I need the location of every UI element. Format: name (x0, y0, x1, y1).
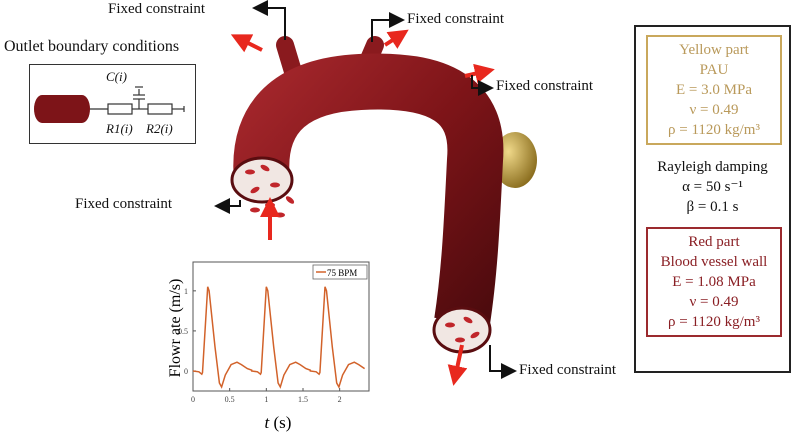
outlet-title: Outlet boundary conditions (4, 38, 180, 55)
constraint-arrows (214, 0, 517, 379)
fixed-constraint-label: Fixed constraint (496, 78, 594, 94)
fixed-constraint-label: Fixed constraint (519, 362, 617, 378)
damping-alpha: α = 50 s⁻¹ (682, 179, 743, 195)
flow-curve-75bpm (192, 286, 366, 389)
fixed-constraint-label: Fixed constraint (407, 11, 505, 27)
yellow-E: E = 3.0 MPa (676, 82, 752, 98)
x-tick-label: 2 (338, 395, 342, 404)
rayleigh-damping: Rayleigh damping α = 50 s⁻¹ β = 0.1 s (636, 157, 789, 217)
plot-frame (192, 261, 370, 392)
x-tick-label: 0.5 (225, 395, 235, 404)
red-nu: ν = 0.49 (689, 294, 739, 310)
y-tick-label: 1 (184, 287, 188, 296)
legend-box (312, 264, 368, 280)
r2-label: R2(i) (146, 121, 173, 136)
damping-beta: β = 0.1 s (686, 199, 739, 215)
x-axis-label: t (s) (265, 413, 292, 432)
pau-aneurysm (493, 132, 537, 188)
x-tick-label: 1 (264, 395, 268, 404)
r1-label: R1(i) (106, 121, 133, 136)
inlet-opening (230, 156, 294, 204)
red-title: Red part (688, 234, 740, 250)
yellow-name: PAU (699, 62, 729, 78)
fixed-constraint-label: Fixed constraint (75, 196, 173, 212)
red-name: Blood vessel wall (660, 254, 768, 270)
yellow-title: Yellow part (679, 42, 749, 58)
vessel-icon (34, 95, 90, 123)
aorta-vessel (233, 53, 504, 327)
flow-arrows (230, 29, 495, 386)
fixed-constraint-label: Fixed constraint (108, 1, 206, 17)
y-tick-label: 0 (184, 367, 188, 376)
damping-title: Rayleigh damping (657, 159, 768, 175)
capacitor-label: C(i) (106, 69, 127, 84)
red-part-box: Red part Blood vessel wall E = 1.08 MPa … (646, 227, 782, 337)
y-axis-label: Flowr ate (m/s) (167, 279, 184, 378)
yellow-nu: ν = 0.49 (689, 102, 739, 118)
x-tick-label: 1.5 (298, 395, 308, 404)
yellow-rho: ρ = 1120 kg/m³ (668, 122, 760, 138)
x-tick-label: 0 (191, 395, 195, 404)
flow-rate-chart: 0 0.5 1 1.5 2 0 0.5 1 75 BPM t (s) Flowr ate (m… (167, 261, 370, 432)
red-E: E = 1.08 MPa (672, 274, 756, 290)
material-properties-panel: Yellow part PAU E = 3.0 MPa ν = 0.49 ρ =… (634, 25, 791, 373)
yellow-part-box: Yellow part PAU E = 3.0 MPa ν = 0.49 ρ =… (646, 35, 782, 145)
windkessel-circuit: C(i) R1(i) R2(i) (29, 64, 196, 144)
y-tick-label: 0.5 (178, 327, 188, 336)
legend-label: 75 BPM (327, 268, 357, 278)
red-rho: ρ = 1120 kg/m³ (668, 314, 760, 330)
